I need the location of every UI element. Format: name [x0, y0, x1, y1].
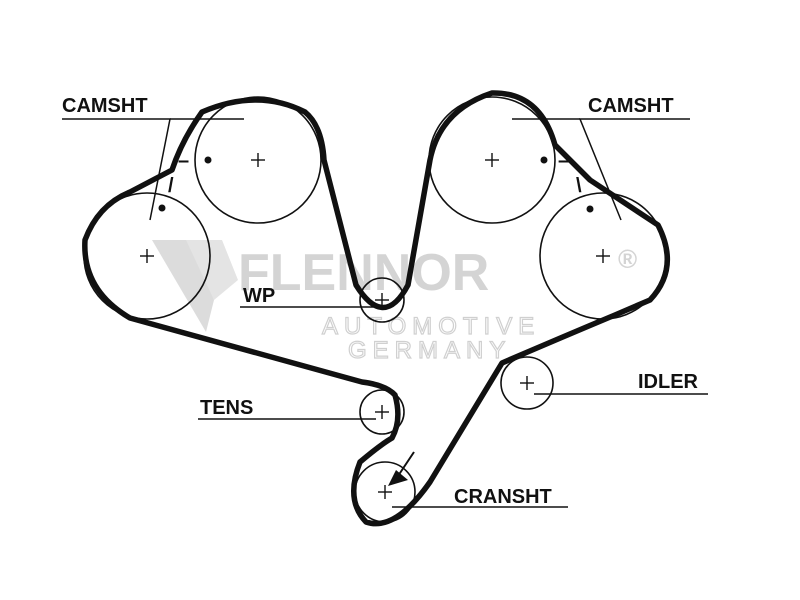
label-water-pump: WP	[243, 285, 275, 307]
label-camshaft-right: CAMSHT	[588, 95, 674, 117]
watermark-registered: ®	[618, 244, 637, 274]
timing-dot-right-cam	[540, 156, 548, 164]
watermark-line2: GERMANY	[348, 337, 511, 364]
label-crankshaft: CRANSHT	[454, 486, 552, 508]
timing-dot-left-aux	[158, 204, 166, 212]
timing-dot-right-aux	[586, 205, 594, 213]
pulley-water-pump	[359, 277, 405, 323]
timing-mark-left-aux: /	[168, 175, 174, 197]
watermark-line1: AUTOMOTIVE	[322, 313, 540, 340]
timing-belt	[82, 90, 671, 527]
timing-mark-left-cam: –	[178, 150, 189, 172]
label-idler: IDLER	[638, 371, 699, 393]
rotation-arrow-icon	[388, 451, 415, 486]
pulley-camshaft-left	[194, 96, 322, 224]
flennor-logo-icon	[152, 240, 238, 332]
timing-mark-right-aux: \	[576, 175, 582, 197]
label-tensioner: TENS	[200, 397, 253, 419]
timing-marks-left: – /	[158, 150, 212, 212]
timing-marks-right: – \	[540, 150, 594, 213]
timing-dot-left-cam	[204, 156, 212, 164]
pulley-camshaft-right	[428, 96, 556, 224]
label-camshaft-left: CAMSHT	[62, 95, 148, 117]
timing-mark-right-cam: –	[558, 150, 569, 172]
pulley-tensioner	[359, 389, 405, 435]
pulley-idler	[500, 356, 554, 410]
leader-lines	[62, 118, 708, 508]
